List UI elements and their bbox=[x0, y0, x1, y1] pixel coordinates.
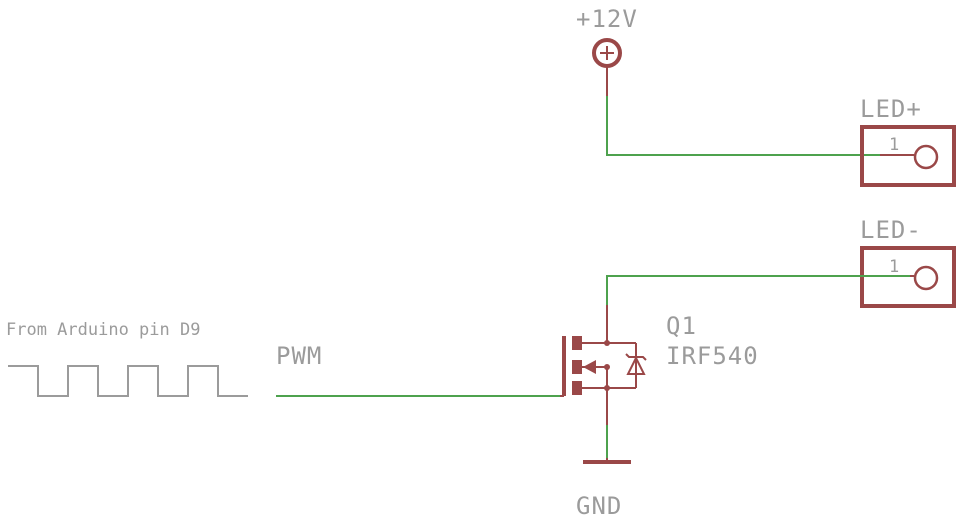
mosfet-ref: Q1 bbox=[666, 312, 697, 340]
n-mosfet-icon bbox=[560, 305, 647, 425]
mosfet-part-number: IRF540 bbox=[666, 342, 759, 370]
supply-12v: +12V bbox=[576, 5, 638, 96]
led-minus-pin-number: 1 bbox=[889, 257, 899, 277]
source-note: From Arduino pin D9 bbox=[6, 320, 200, 340]
led-minus-label: LED- bbox=[860, 216, 922, 244]
connector-led-plus: LED+ 1 bbox=[860, 95, 956, 187]
led-plus-label: LED+ bbox=[860, 95, 922, 123]
wire-led-minus-to-drain bbox=[606, 275, 910, 305]
square-wave-icon bbox=[8, 365, 248, 397]
supply-label: +12V bbox=[576, 5, 638, 33]
pin-header-icon bbox=[860, 125, 956, 187]
ground: GND bbox=[576, 458, 631, 520]
ground-label: GND bbox=[576, 492, 622, 520]
power-plus-icon bbox=[592, 38, 622, 96]
ground-icon bbox=[583, 458, 631, 464]
pwm-source: From Arduino pin D9 PWM bbox=[6, 320, 322, 397]
mosfet-q1: Q1 IRF540 bbox=[560, 305, 759, 425]
wire-12v-to-led-plus bbox=[606, 96, 910, 156]
led-plus-pin-number: 1 bbox=[889, 135, 899, 155]
connector-led-minus: LED- 1 bbox=[860, 216, 956, 308]
pwm-label: PWM bbox=[276, 342, 322, 370]
